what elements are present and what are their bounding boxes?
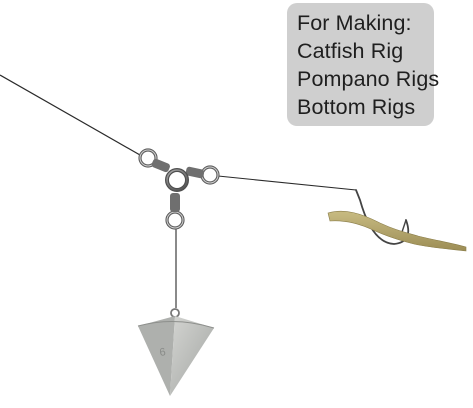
- label-bottom-rigs: Bottom Rigs: [297, 95, 416, 119]
- main-fishing-line: [0, 74, 141, 156]
- label-heading: For Making:: [297, 11, 412, 35]
- hook-leader-line: [217, 175, 357, 191]
- sinker-mark: 6: [159, 346, 167, 359]
- fishing-hook-icon: [355, 189, 410, 245]
- label-catfish-rig: Catfish Rig: [297, 39, 404, 63]
- three-way-swivel-icon: [138, 148, 220, 230]
- rig-uses-label-box: For Making: Catfish Rig Pompano Rigs Bot…: [287, 3, 440, 126]
- soft-worm-lure-icon: [327, 210, 467, 252]
- pyramid-sinker-icon: 6: [137, 308, 215, 396]
- label-pompano-rigs: Pompano Rigs: [297, 67, 440, 91]
